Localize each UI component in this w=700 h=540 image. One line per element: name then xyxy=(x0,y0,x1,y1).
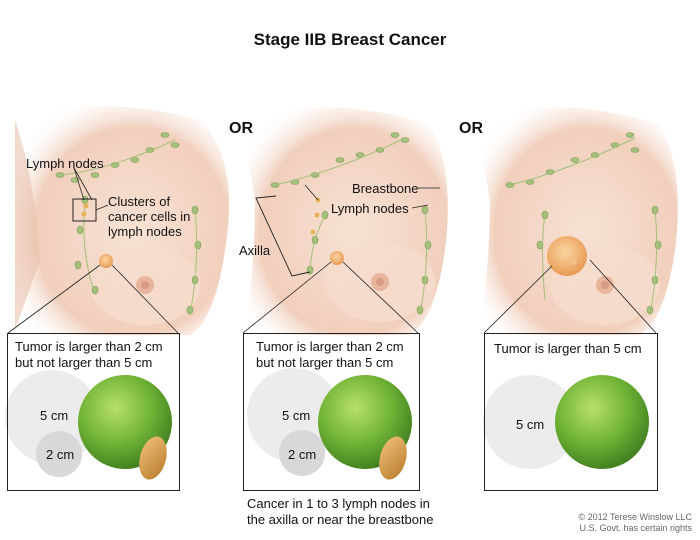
circle-label-2cm-1: 2 cm xyxy=(46,447,75,462)
detail-box-1 xyxy=(7,333,180,491)
label-clusters: Clusters of cancer cells in lymph nodes xyxy=(108,194,191,239)
torso-panel-3 xyxy=(475,107,678,335)
torso-panel-1 xyxy=(7,106,230,335)
size-comparison-panel-1 xyxy=(5,370,172,480)
box-text-2: Tumor is larger than 2 cm but not larger… xyxy=(256,339,404,370)
label-lymph-nodes-1: Lymph nodes xyxy=(26,156,104,171)
copyright-notice: © 2012 Terese Winslow LLC U.S. Govt. has… xyxy=(578,512,692,533)
circle-label-5cm-2: 5 cm xyxy=(282,408,311,423)
size-comparison-panel-2 xyxy=(247,368,412,480)
box-text-3: Tumor is larger than 5 cm xyxy=(494,341,642,356)
label-breastbone: Breastbone xyxy=(352,181,419,196)
size-comparison-panel-3 xyxy=(483,375,649,469)
caption-lymph-nodes: Cancer in 1 to 3 lymph nodes in the axil… xyxy=(247,496,434,527)
label-lymph-nodes-2: Lymph nodes xyxy=(331,201,409,216)
or-label-2: OR xyxy=(459,120,483,137)
torso-panel-2 xyxy=(240,107,448,335)
label-axilla: Axilla xyxy=(239,243,271,258)
box-text-1: Tumor is larger than 2 cm but not larger… xyxy=(15,339,163,370)
circle-label-5cm-1: 5 cm xyxy=(40,408,69,423)
circle-label-2cm-2: 2 cm xyxy=(288,447,317,462)
diagram-title: Stage IIB Breast Cancer xyxy=(253,30,447,49)
detail-box-3 xyxy=(484,333,658,491)
or-label-1: OR xyxy=(229,120,253,137)
circle-label-5cm-3: 5 cm xyxy=(516,417,545,432)
detail-box-2 xyxy=(243,333,420,491)
